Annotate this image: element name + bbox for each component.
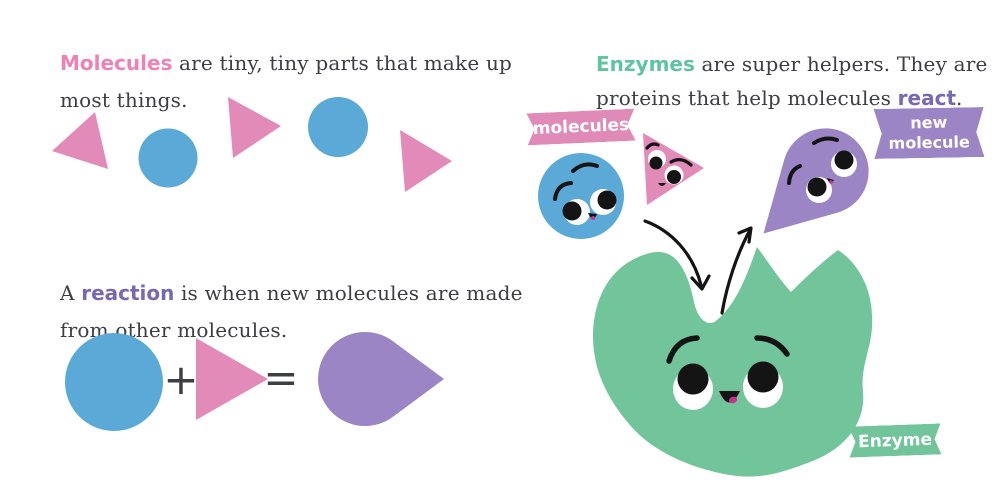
purple-left-eyebrow — [787, 164, 802, 185]
molecules-paragraph: Molecules are tiny, tiny parts that make… — [60, 45, 512, 119]
equals-sign: = — [263, 353, 298, 402]
purple-left-pupil — [807, 177, 827, 197]
reaction-text-line1: is when new molecules are made — [174, 281, 523, 305]
pink-triangle-shape — [52, 112, 108, 169]
new-molecule-label: new molecule — [888, 112, 970, 153]
enzyme-illustration — [538, 128, 873, 477]
pink-triangle-shape — [400, 130, 452, 192]
enzyme-right-pupil — [747, 361, 779, 393]
enzyme-face — [666, 335, 790, 410]
enzyme-blob-body — [592, 247, 873, 477]
molecules-term: Molecules — [60, 51, 173, 75]
blue-circle-shape — [138, 128, 198, 188]
blue-left-eyebrow — [553, 181, 573, 201]
enzymes-term: Enzymes — [596, 52, 695, 76]
pink-left-eyebrow — [645, 142, 660, 150]
enzymes-text-line1: are super helpers. They are — [694, 52, 988, 76]
enzymes-paragraph: Enzymes are super helpers. They are prot… — [596, 47, 988, 115]
pink-right-pupil — [667, 170, 681, 184]
enzyme-label: Enzyme — [857, 429, 933, 452]
molecules-label: molecules — [532, 114, 630, 140]
blue-tongue — [591, 216, 595, 220]
blue-molecule-body — [538, 153, 624, 239]
arrow-out-of-enzyme — [720, 228, 752, 315]
new-molecule-character — [763, 128, 869, 234]
enzyme-left-pupil — [677, 363, 709, 395]
reaction-arrows — [643, 219, 753, 315]
blue-right-pupil — [597, 190, 617, 210]
enzyme-label-banner: Enzyme — [848, 423, 941, 457]
purple-tongue — [829, 180, 833, 184]
pink-triangle-shape — [196, 338, 268, 420]
enzymes-text-line2: proteins that help molecules — [596, 86, 898, 110]
molecule-shapes-row — [52, 97, 452, 192]
plus-sign: + — [163, 355, 198, 404]
arrow-out-of-enzyme-head — [737, 226, 753, 244]
react-term: react — [897, 86, 957, 110]
molecules-text-line2: most things. — [60, 88, 188, 112]
purple-right-eyebrow — [812, 136, 839, 145]
pink-left-pupil — [649, 156, 663, 170]
arrow-into-enzyme — [643, 219, 703, 287]
enzymes-text-end: . — [956, 86, 963, 110]
blue-left-pupil — [562, 201, 582, 221]
left-page-illustration: + = — [52, 97, 452, 431]
reaction-term: reaction — [81, 281, 175, 305]
blue-circle-shape — [308, 97, 368, 157]
pink-triangle-shape — [228, 97, 281, 158]
pink-triangle-character — [643, 133, 704, 205]
enzyme-tongue — [728, 396, 738, 404]
blue-right-eyebrow — [571, 162, 599, 173]
enzyme-right-eyebrow — [754, 335, 790, 357]
pink-right-eyebrow — [669, 158, 693, 167]
enzyme-mouth — [719, 391, 740, 403]
enzyme-character — [592, 247, 873, 477]
reaction-equation: + = — [65, 332, 444, 431]
arrow-into-enzyme-head — [690, 274, 711, 291]
purple-right-pupil — [834, 150, 854, 170]
blue-molecule-character — [538, 153, 624, 239]
enzyme-left-eyebrow — [666, 335, 700, 364]
new-molecule-label-banner: new molecule — [874, 107, 985, 159]
purple-teardrop-shape — [318, 332, 444, 426]
reaction-text-pre: A — [60, 281, 82, 305]
pink-mouth — [658, 183, 666, 186]
molecules-label-banner: molecules — [526, 109, 635, 146]
molecules-text-line1: are tiny, tiny parts that make up — [172, 51, 513, 75]
blue-circle-shape — [65, 333, 163, 431]
